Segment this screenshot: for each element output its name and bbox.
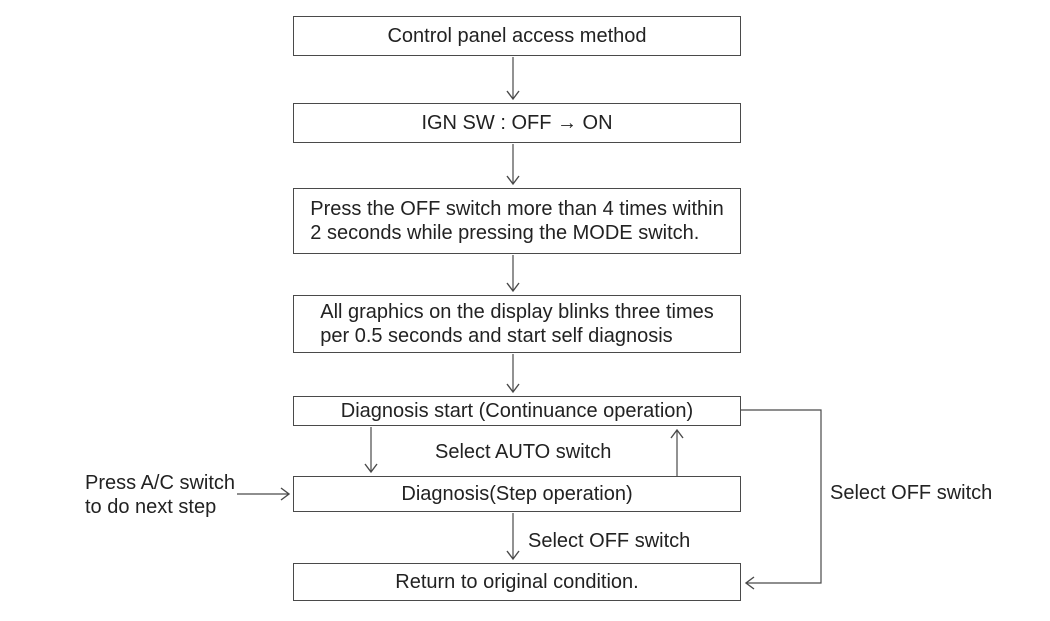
node-control-panel-access-label: Control panel access method — [387, 25, 647, 47]
node-control-panel-access: Control panel access method — [293, 16, 741, 56]
edge-label-select-off-switch-loop: Select OFF switch — [830, 482, 993, 504]
node-diagnosis-step: Diagnosis(Step operation) — [293, 476, 741, 512]
node-return-original: Return to original condition. — [293, 563, 741, 601]
node-diagnosis-start: Diagnosis start (Continuance operation) — [293, 396, 741, 426]
edge-label-select-auto-switch: Select AUTO switch — [435, 441, 612, 463]
node-graphics-blink-label: All graphics on the display blinks three… — [320, 301, 714, 347]
node-ign-sw-label: IGN SW : OFF → ON — [421, 112, 613, 134]
node-graphics-blink: All graphics on the display blinks three… — [293, 295, 741, 353]
edge-label-select-off-switch-step: Select OFF switch — [528, 530, 691, 552]
node-press-off-switch-label: Press the OFF switch more than 4 times w… — [310, 198, 724, 244]
node-return-original-label: Return to original condition. — [395, 571, 639, 593]
node-press-off-switch: Press the OFF switch more than 4 times w… — [293, 188, 741, 254]
annotation-press-ac-switch: Press A/C switch to do next step — [85, 472, 236, 518]
arrow-diag-start-loop-to-return — [741, 409, 822, 590]
node-ign-sw: IGN SW : OFF → ON — [293, 103, 741, 143]
node-diagnosis-step-label: Diagnosis(Step operation) — [401, 483, 633, 505]
node-diagnosis-start-label: Diagnosis start (Continuance operation) — [340, 400, 694, 422]
